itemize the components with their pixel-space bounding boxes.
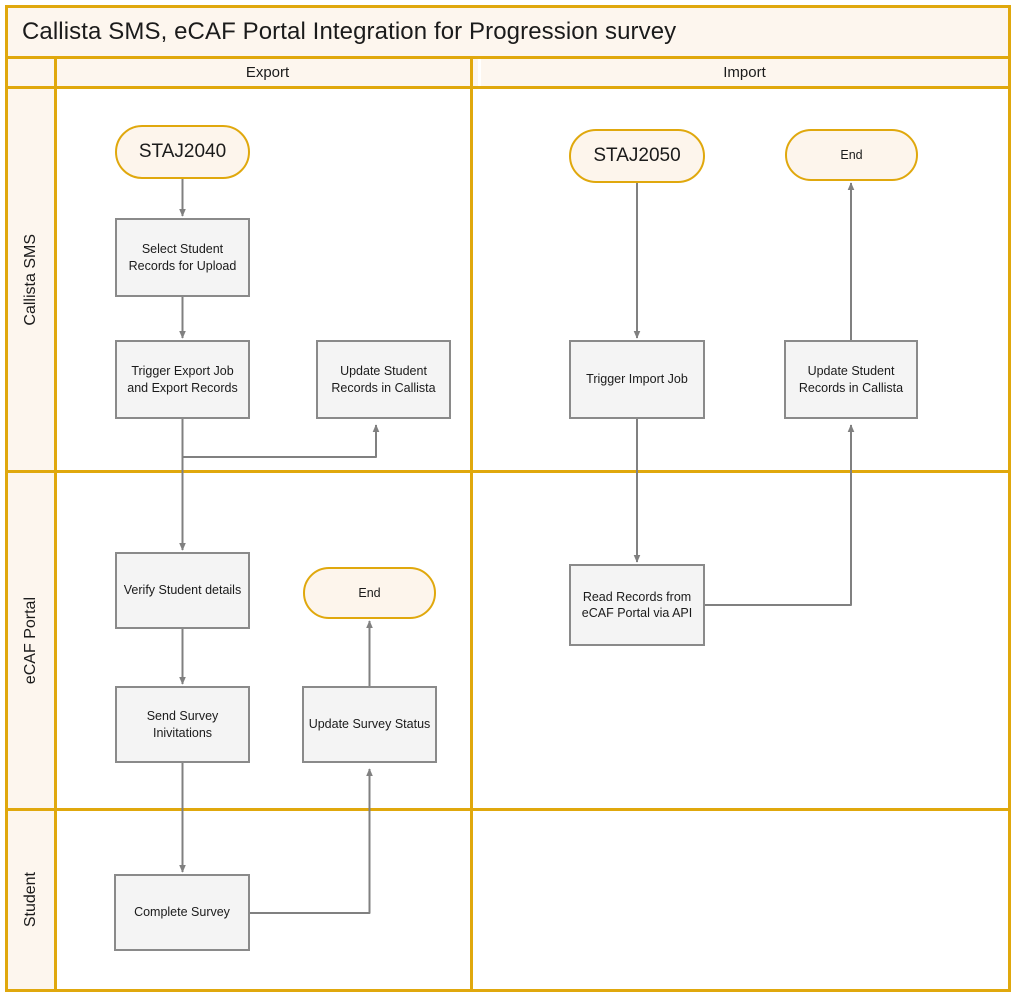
node-label: Complete Survey bbox=[134, 905, 230, 920]
lane-label-text: Student bbox=[22, 872, 39, 928]
node-label: Send Survey Inivitations bbox=[146, 709, 219, 740]
node-label: End bbox=[840, 147, 863, 162]
node-read-records-ecaf-api[interactable]: Read Records from eCAF Portal via API bbox=[569, 564, 705, 646]
node-end-import[interactable]: End bbox=[785, 129, 918, 181]
rule-column-divider bbox=[470, 59, 473, 989]
node-label: Update Student Records in Callista bbox=[331, 364, 436, 395]
node-trigger-export-job[interactable]: Trigger Export Job and Export Records bbox=[115, 340, 250, 419]
diagram-title-bar: Callista SMS, eCAF Portal Integration fo… bbox=[8, 8, 1008, 56]
node-verify-student-details[interactable]: Verify Student details bbox=[115, 552, 250, 629]
lane-label-callista-sms: Callista SMS bbox=[8, 89, 54, 470]
column-header-import: Import bbox=[481, 59, 1008, 86]
node-label: STAJ2040 bbox=[138, 141, 227, 163]
node-update-student-records-callista-export[interactable]: Update Student Records in Callista bbox=[316, 340, 451, 419]
node-label: Update Survey Status bbox=[308, 717, 431, 732]
node-complete-survey[interactable]: Complete Survey bbox=[114, 874, 250, 951]
node-staj2050[interactable]: STAJ2050 bbox=[569, 129, 705, 183]
node-end-export[interactable]: End bbox=[303, 567, 436, 619]
node-send-survey-invitations[interactable]: Send Survey Inivitations bbox=[115, 686, 250, 763]
rule-below-headers bbox=[8, 86, 1008, 89]
node-staj2040[interactable]: STAJ2040 bbox=[115, 125, 250, 179]
column-header-row: Export Import bbox=[8, 59, 1008, 86]
column-header-export: Export bbox=[57, 59, 478, 86]
node-label: Trigger Import Job bbox=[586, 372, 688, 387]
lane-label-student: Student bbox=[8, 811, 54, 989]
rule-lane-divider-1 bbox=[8, 470, 1008, 473]
lane-label-text: Callista SMS bbox=[22, 233, 39, 326]
rule-lane-divider-2 bbox=[8, 808, 1008, 811]
rule-below-title bbox=[8, 56, 1008, 59]
node-update-student-records-callista-import[interactable]: Update Student Records in Callista bbox=[784, 340, 918, 419]
node-select-student-records[interactable]: Select Student Records for Upload bbox=[115, 218, 250, 297]
lane-label-ecaf-portal: eCAF Portal bbox=[8, 473, 54, 808]
node-label: Verify Student details bbox=[123, 583, 242, 598]
node-label: Trigger Export Job and Export Records bbox=[127, 364, 238, 395]
rule-label-column bbox=[54, 59, 57, 989]
node-label: End bbox=[358, 585, 381, 600]
node-label: Select Student Records for Upload bbox=[128, 242, 237, 273]
node-label: Read Records from eCAF Portal via API bbox=[581, 589, 693, 621]
diagram-frame bbox=[5, 5, 1011, 992]
lane-label-text: eCAF Portal bbox=[22, 596, 39, 685]
header-corner-cell bbox=[8, 59, 54, 86]
page-title: Callista SMS, eCAF Portal Integration fo… bbox=[22, 18, 677, 45]
node-label: STAJ2050 bbox=[593, 145, 681, 167]
node-label: Update Student Records in Callista bbox=[798, 364, 904, 395]
node-trigger-import-job[interactable]: Trigger Import Job bbox=[569, 340, 705, 419]
node-update-survey-status[interactable]: Update Survey Status bbox=[302, 686, 437, 763]
